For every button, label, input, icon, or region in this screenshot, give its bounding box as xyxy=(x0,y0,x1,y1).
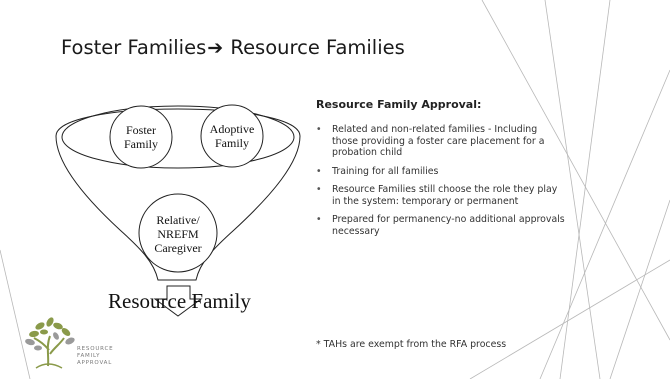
relative-caregiver-circle xyxy=(138,193,218,273)
bullet-text: Related and non-related families - Inclu… xyxy=(332,124,545,158)
section-heading: Resource Family Approval: xyxy=(316,98,482,111)
bubble-label-line: Relative/ xyxy=(156,213,200,227)
bullet-text: Prepared for permanency-no additional ap… xyxy=(332,214,565,237)
result-label: Resource Family xyxy=(108,289,251,313)
bullet-dot-icon: • xyxy=(316,165,322,177)
down-arrow-icon xyxy=(153,285,203,317)
bullet-dot-icon: • xyxy=(316,124,322,135)
bubble-label-line: Caregiver xyxy=(154,241,202,255)
slide-title: Foster Families➔ Resource Families xyxy=(61,36,405,59)
bullet-text: Training for all families xyxy=(332,165,439,177)
bullet-item: • Training for all families xyxy=(316,166,566,178)
title-right: Resource Families xyxy=(230,36,405,59)
bubble-label-line: Family xyxy=(214,136,249,150)
bullet-dot-icon: • xyxy=(316,214,322,225)
bullet-item: • Resource Families still choose the role… xyxy=(316,184,566,207)
title-left: Foster Families xyxy=(61,36,207,59)
funnel-rim xyxy=(61,105,295,169)
logo-line-1: RESOURCE xyxy=(77,346,113,352)
bullet-dot-icon: • xyxy=(316,184,322,195)
bubble-label-line: Foster xyxy=(126,123,156,137)
bullet-item: • Prepared for permanency-no additional a… xyxy=(316,214,566,237)
foster-family-circle xyxy=(109,105,173,169)
bullet-text: Resource Families still choose the role … xyxy=(332,184,558,207)
rfa-logo: RESOURCE FAMILY APPROVAL xyxy=(25,317,113,369)
tree-icon xyxy=(25,317,75,369)
bubble-label-line: Family xyxy=(123,137,158,151)
right-arrow-icon: ➔ xyxy=(207,37,224,59)
bubble-label-line: NREFM xyxy=(157,227,199,241)
bullet-item: • Related and non-related families - Incl… xyxy=(316,124,566,159)
footnote: * TAHs are exempt from the RFA process xyxy=(316,339,507,350)
logo-line-2: FAMILY xyxy=(77,353,100,359)
logo-line-3: APPROVAL xyxy=(77,360,112,366)
adoptive-family-circle xyxy=(200,104,264,168)
bullet-list: • Related and non-related families - Incl… xyxy=(316,124,566,244)
bubble-label-line: Adoptive xyxy=(209,122,255,136)
